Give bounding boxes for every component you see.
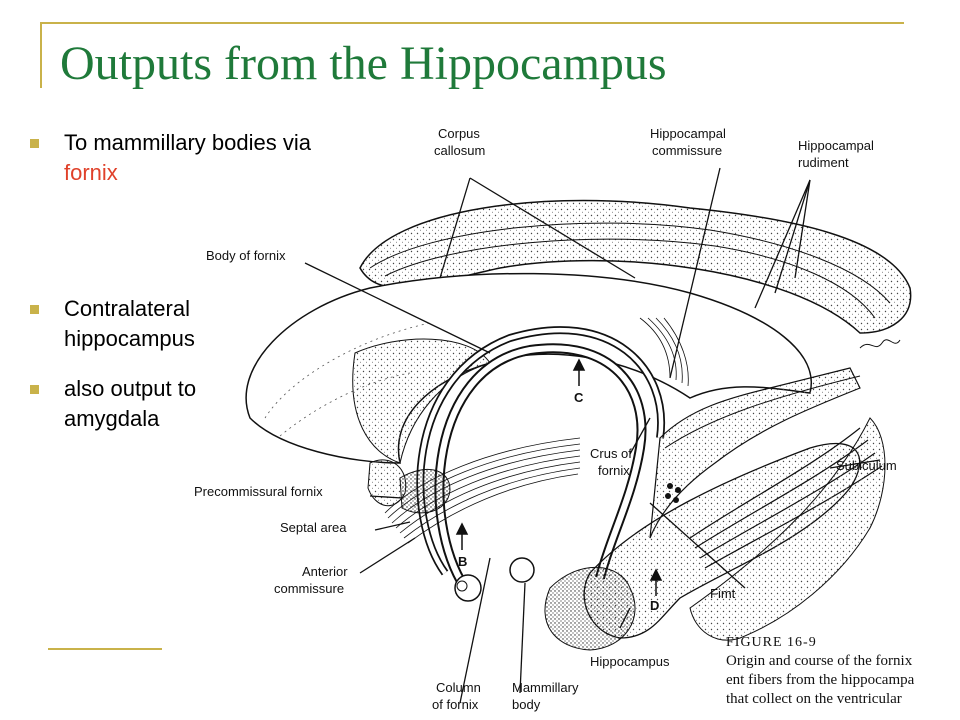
- label-marker-c: C: [574, 390, 584, 405]
- crus-dots: [665, 483, 681, 503]
- label-crus-of-fornix-line2: fornix: [598, 463, 630, 478]
- label-fimbria: Fimt: [710, 586, 736, 601]
- label-column-of-fornix: Column: [436, 680, 481, 695]
- precommissural-shape: [367, 459, 407, 507]
- label-corpus-callosum-line2: callosum: [434, 143, 485, 158]
- anterior-commissure-shape: [399, 469, 451, 514]
- bullet-marker: [30, 385, 39, 394]
- frame-left-line: [40, 22, 42, 88]
- label-crus-of-fornix: Crus of: [590, 446, 632, 461]
- label-marker-b: B: [458, 554, 467, 569]
- label-mammillary-body: Mammillary: [512, 680, 579, 695]
- label-body-of-fornix: Body of fornix: [206, 248, 286, 263]
- bullet-text: Contralateral hippocampus: [64, 296, 195, 351]
- label-hippocampal-commissure: Hippocampal: [650, 126, 726, 141]
- figure-caption-line: Origin and course of the fornix: [726, 653, 913, 669]
- frame-bottom-line: [48, 648, 162, 650]
- marker-arrows: [455, 358, 663, 596]
- label-subiculum: Subiculum: [836, 458, 897, 473]
- bullet-item: also output to amygdala: [30, 374, 360, 434]
- bullet-item: Contralateral hippocampus: [30, 294, 360, 354]
- septal-area-shape: [352, 338, 491, 464]
- temporal-lobe-shape: [689, 417, 886, 641]
- label-hippocampus: Hippocampus: [590, 654, 670, 669]
- label-hippocampal-rudiment-line2: rudiment: [798, 155, 849, 170]
- figure-caption-title: FIGURE 16-9: [726, 635, 817, 650]
- bullet-text: To mammillary bodies via fornix: [64, 128, 360, 188]
- label-hippocampal-commissure-line2: commissure: [652, 143, 722, 158]
- leader-lines: [304, 167, 881, 704]
- label-precommissural-fornix: Precommissural fornix: [194, 484, 323, 499]
- uncus-shape: [544, 566, 636, 651]
- corpus-callosum-shape: [359, 199, 912, 334]
- frame-top-line: [42, 22, 904, 24]
- label-anterior-commissure-line2: commissure: [274, 581, 344, 596]
- slide-title: Outputs from the Hippocampus: [60, 37, 667, 90]
- fornix-diagram: Corpus callosum Hippocampal commissure H…: [194, 126, 915, 712]
- label-marker-d: D: [650, 598, 659, 613]
- label-mammillary-body-line2: body: [512, 697, 541, 712]
- label-hippocampal-rudiment: Hippocampal: [798, 138, 874, 153]
- bullet-text: also output to amygdala: [64, 376, 197, 431]
- bullet-item: To mammillary bodies via fornix: [30, 128, 360, 188]
- label-corpus-callosum: Corpus: [438, 126, 480, 141]
- bullet-text-accent: fornix: [64, 160, 118, 185]
- crus-of-fornix-shape: [649, 367, 861, 539]
- bullet-marker: [30, 139, 39, 148]
- figure-caption-line: ent fibers from the hippocampa: [726, 672, 915, 688]
- label-septal-area: Septal area: [280, 520, 347, 535]
- figure-caption-line: that collect on the ventricular: [726, 691, 902, 707]
- bullet-text-main: To mammillary bodies via: [64, 130, 311, 155]
- mammillary-body-shape: [454, 574, 482, 602]
- bullet-marker: [30, 305, 39, 314]
- label-anterior-commissure: Anterior: [302, 564, 348, 579]
- label-column-of-fornix-line2: of fornix: [432, 697, 479, 712]
